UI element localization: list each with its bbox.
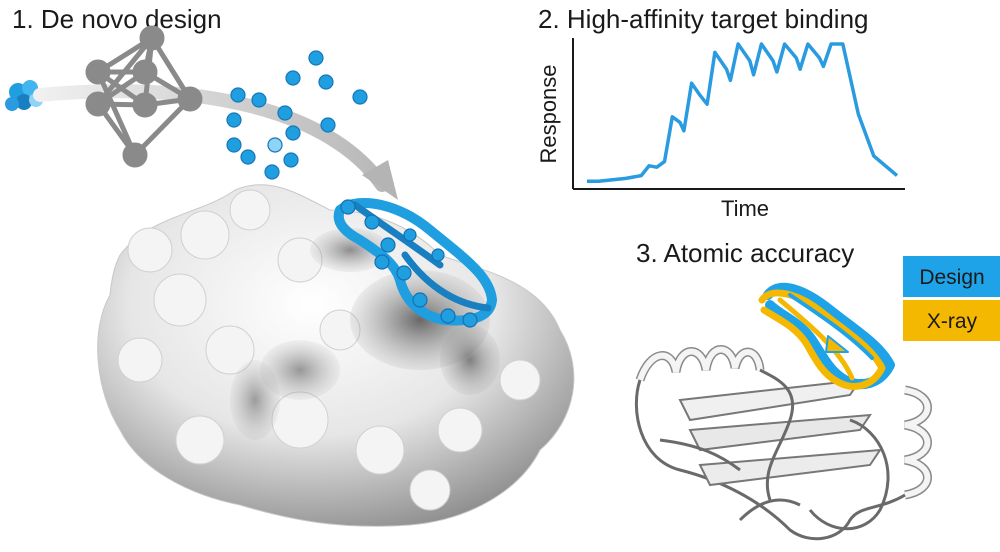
binding-chart: Time Response (536, 38, 905, 221)
design-flow-arrow (33, 84, 389, 192)
panel3-title: 3. Atomic accuracy (636, 238, 854, 268)
helix-left (635, 345, 765, 382)
sensorgram-line (587, 42, 899, 183)
panel-atomic-accuracy: 3. Atomic accuracy Design X-ray (634, 238, 1000, 541)
panel1-title: 1. De novo design (12, 4, 222, 34)
beta-sheet-core (634, 368, 906, 541)
binder-overlay (758, 282, 895, 390)
legend-xray-swatch (903, 300, 1000, 341)
panel2-title: 2. High-affinity target binding (538, 4, 869, 34)
xray-ribbon (758, 289, 886, 390)
protein-ribbon-structure (634, 345, 932, 541)
designed-binder (333, 198, 497, 328)
panel-target-binding: 2. High-affinity target binding Time Res… (536, 4, 905, 221)
y-axis-label: Response (536, 64, 561, 163)
legend-design-label: Design (919, 266, 984, 289)
x-axis-label: Time (721, 196, 769, 221)
legend: Design X-ray (903, 256, 1000, 341)
strand-arrowhead (825, 335, 849, 353)
helix-right (903, 385, 932, 500)
neural-network-icon (85, 25, 203, 168)
legend-xray-label: X-ray (927, 310, 978, 333)
legend-design-swatch (903, 256, 1000, 297)
target-protein-surface (97, 184, 575, 527)
design-flow-arrowhead (362, 160, 398, 200)
residue-dots (226, 50, 368, 180)
panel-de-novo-design: 1. De novo design (5, 4, 575, 527)
